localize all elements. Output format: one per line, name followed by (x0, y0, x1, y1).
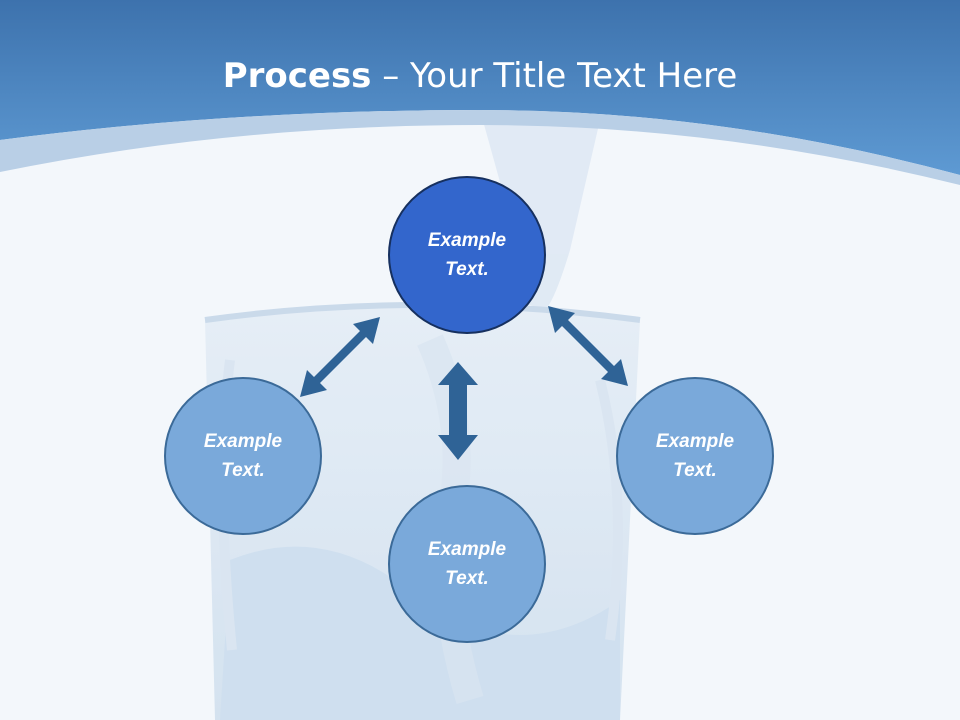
process-node-right[interactable]: Example Text. (616, 377, 774, 535)
node-label: Example Text. (655, 431, 735, 481)
process-node-left[interactable]: Example Text. (164, 377, 322, 535)
header-band (0, 0, 960, 175)
arrow-top-right (548, 306, 628, 386)
process-node-center[interactable]: Example Text. (388, 176, 546, 334)
node-label: Example Text. (427, 230, 507, 280)
arrow-top-left (300, 317, 380, 397)
process-node-bottom[interactable]: Example Text. (388, 485, 546, 643)
title-rest: – Your Title Text Here (371, 56, 738, 96)
node-label: Example Text. (203, 431, 283, 481)
arrow-top-bottom (438, 362, 478, 460)
slide-title: Process – Your Title Text Here (0, 52, 960, 100)
node-label: Example Text. (427, 539, 507, 589)
title-bold: Process (222, 56, 372, 96)
header-accent-curve (0, 110, 960, 185)
